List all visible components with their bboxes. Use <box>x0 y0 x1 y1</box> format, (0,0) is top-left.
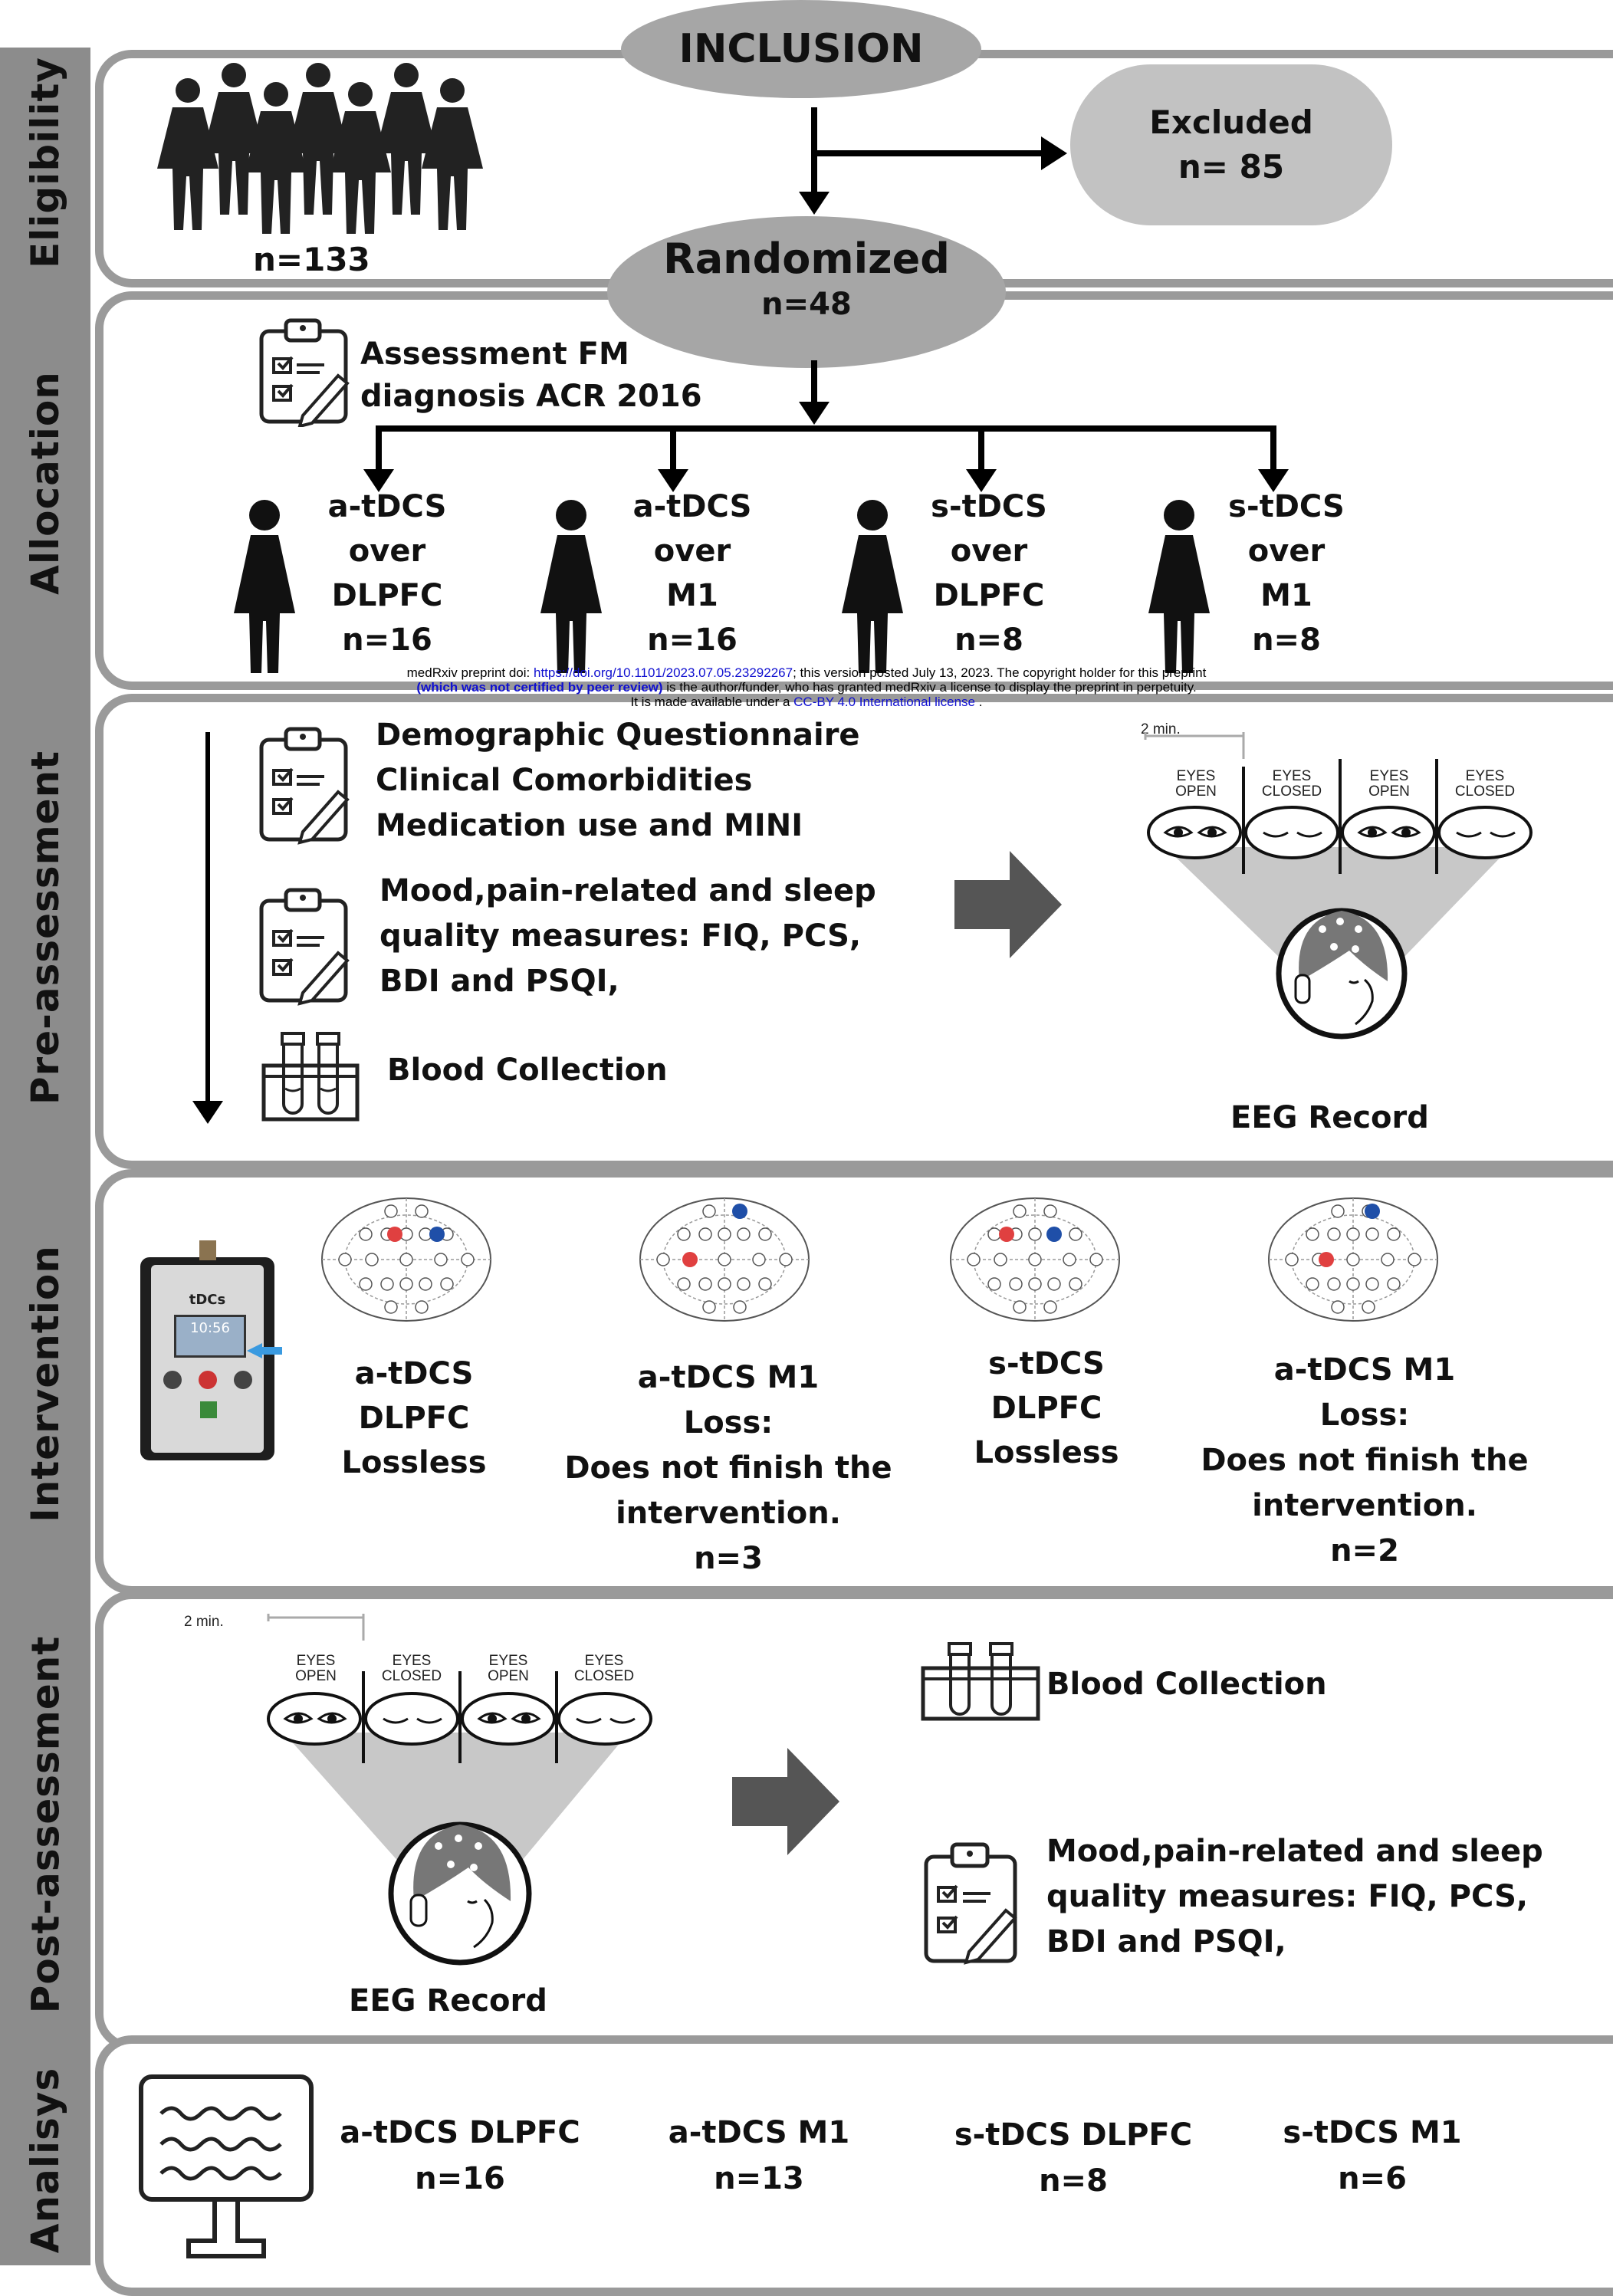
eligibility-n-total: n=133 <box>253 241 370 278</box>
pre-timeline-line <box>205 732 210 1108</box>
woman-icon-group2 <box>540 500 602 673</box>
section-label-eligibility: Eligibility <box>23 56 68 269</box>
license-link[interactable]: CC-BY 4.0 International license <box>793 695 976 709</box>
tdcs-pointer-icon <box>247 1343 262 1358</box>
arrow-head-randomized <box>799 192 829 215</box>
randomized-pill: Randomized n=48 <box>607 216 1006 368</box>
allocation-branch-line <box>376 425 1276 432</box>
eeg-map-4 <box>1268 1197 1438 1322</box>
blood-tubes-icon-post <box>921 1642 1040 1721</box>
section-label-intervention: Intervention <box>23 1245 68 1522</box>
post-eeg-duration: 2 min. <box>184 1614 224 1630</box>
arrow-head-excluded <box>1041 136 1067 170</box>
clipboard-icon-post <box>924 1842 1017 1965</box>
tdcs-up-button[interactable] <box>234 1371 252 1389</box>
monitor-waves-icon <box>139 2074 314 2258</box>
arrow-randomized-to-allocation <box>811 360 817 406</box>
eeg-map-1 <box>321 1197 491 1322</box>
section-label-pre-assessment: Pre-assessment <box>23 750 68 1105</box>
randomized-n: n=48 <box>761 287 852 322</box>
doi-link[interactable]: https://doi.org/10.1101/2023.07.05.23292… <box>533 665 793 680</box>
post-big-arrow-icon <box>732 1748 839 1855</box>
tdcs-device: tDCs 10:56 <box>140 1240 274 1460</box>
clipboard-icon-pre-2 <box>259 888 350 1006</box>
clipboard-icon <box>259 318 350 427</box>
post-eeg-record-label: EEG Record <box>349 1983 547 2018</box>
tdcs-device-display: 10:56 <box>174 1315 246 1358</box>
clipboard-icon-pre-1 <box>259 727 350 845</box>
arrow-head-allocation <box>799 402 829 425</box>
eeg-map-2 <box>639 1197 810 1322</box>
women-group-icon <box>157 63 483 234</box>
excluded-label: Excluded <box>1149 103 1313 141</box>
panel-post-assessment <box>95 1591 1613 2051</box>
inclusion-pill: INCLUSION <box>621 0 981 98</box>
arrow-to-excluded <box>814 150 1044 156</box>
pre-timeline-arrow-head <box>192 1101 223 1124</box>
assessment-text: Assessment FM diagnosis ACR 2016 <box>360 337 702 414</box>
pre-big-arrow-icon <box>954 851 1062 958</box>
panel-analysis <box>95 2035 1613 2296</box>
pre-eeg-timeline <box>1144 732 1533 1040</box>
arrow-head-group1 <box>363 469 394 492</box>
pre-eeg-record-label: EEG Record <box>1230 1100 1429 1135</box>
arrow-head-group2 <box>658 469 688 492</box>
arrow-head-group3 <box>966 469 997 492</box>
excluded-box: Excluded n= 85 <box>1070 64 1392 225</box>
post-eeg-timeline <box>267 1614 652 1966</box>
sidebar <box>0 48 90 2265</box>
woman-icon-group4 <box>1148 500 1210 673</box>
post-blood-collection: Blood Collection <box>1046 1667 1327 1702</box>
section-label-post-assessment: Post-assessment <box>23 1635 67 2014</box>
pre-eeg-duration: 2 min. <box>1141 721 1181 737</box>
panel-intervention <box>95 1169 1613 1595</box>
section-label-allocation: Allocation <box>23 371 68 595</box>
blood-tubes-icon-pre <box>261 1032 360 1122</box>
woman-icon-group3 <box>842 500 903 673</box>
arrow-head-group4 <box>1258 469 1289 492</box>
randomized-label: Randomized <box>663 235 950 283</box>
pre-blood-collection: Blood Collection <box>387 1053 668 1088</box>
woman-icon-group1 <box>234 500 295 673</box>
tdcs-power-button[interactable] <box>199 1371 217 1389</box>
tdcs-down-button[interactable] <box>163 1371 182 1389</box>
section-label-analysis: Analisys <box>23 2067 67 2253</box>
tdcs-logo-icon <box>200 1401 217 1418</box>
excluded-n: n= 85 <box>1178 148 1285 186</box>
tdcs-device-title: tDCs <box>189 1292 226 1308</box>
eeg-map-3 <box>950 1197 1120 1322</box>
preprint-notice: medRxiv preprint doi: https://doi.org/10… <box>406 665 1207 709</box>
